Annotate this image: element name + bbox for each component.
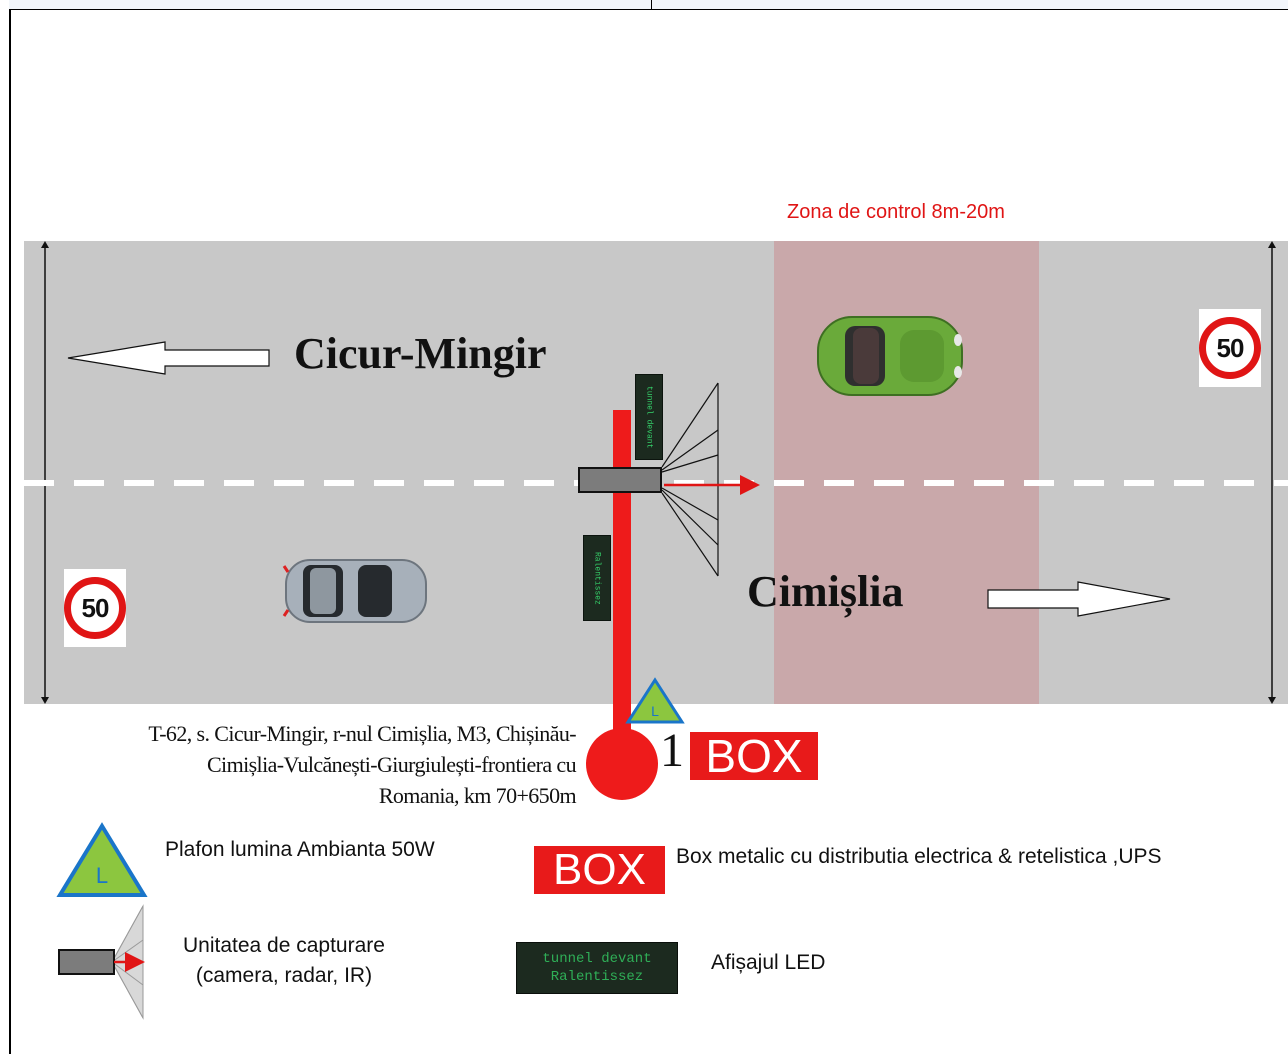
pole-number: 1 — [660, 724, 684, 777]
svg-text:L: L — [96, 863, 108, 888]
legend-plafon-label: Plafon lumina Ambianta 50W — [165, 838, 435, 861]
location-line: T-62, s. Cicur-Mingir, r-nul Cimișlia, M… — [148, 721, 576, 746]
legend-light-icon: L — [56, 822, 148, 897]
speed-limit-sign-right: 50 — [1199, 309, 1261, 387]
led-display-bottom: Ralentissez — [583, 535, 611, 621]
legend-capture-label: Unitatea de capturare (camera, radar, IR… — [183, 931, 385, 991]
direction-label-cimislia: Cimișlia — [747, 567, 904, 616]
led-legend-line: Ralentissez — [550, 969, 644, 985]
direction-label-cicur-mingir: Cicur-Mingir — [294, 329, 547, 378]
speed-limit-sign-left: 50 — [64, 569, 126, 647]
location-description: T-62, s. Cicur-Mingir, r-nul Cimișlia, M… — [24, 718, 576, 811]
speed-limit-value: 50 — [64, 577, 126, 639]
legend-box-label: Box metalic cu distributia electrica & r… — [676, 845, 1162, 868]
led-display-text: tunnel devant — [644, 385, 654, 449]
table-header-divider — [651, 0, 652, 10]
legend-led-icon: tunnel devant Ralentissez — [516, 942, 678, 994]
legend-capture-line: (camera, radar, IR) — [195, 964, 373, 987]
light-fixture-icon: L — [625, 677, 685, 724]
location-line: Romania, km 70+650m — [378, 783, 577, 808]
camera-beam-icon — [661, 382, 719, 577]
legend-box-icon: BOX — [534, 845, 665, 894]
legend-led-label: Afișajul LED — [711, 951, 826, 974]
control-zone-label: Zona de control 8m-20m — [787, 201, 1005, 223]
led-legend-line: tunnel devant — [542, 951, 652, 967]
road-width-dimension-right — [1268, 241, 1276, 704]
pole-base — [586, 728, 658, 800]
led-display-top: tunnel devant — [635, 374, 663, 460]
speed-limit-value: 50 — [1199, 317, 1261, 379]
green-car — [817, 316, 963, 396]
electrical-box: BOX — [690, 730, 818, 782]
legend-capture-line: Unitatea de capturare — [183, 934, 385, 957]
pole — [613, 410, 631, 755]
led-display-text: Ralentissez — [592, 551, 602, 605]
silver-car — [282, 559, 427, 623]
road-width-dimension-left — [41, 241, 49, 704]
arrow-right-icon — [987, 581, 1171, 617]
table-border-left — [9, 0, 11, 1054]
svg-text:L: L — [651, 703, 659, 719]
legend-capture-icon — [58, 904, 145, 1020]
table-header-row — [9, 0, 1288, 10]
capture-unit — [578, 467, 662, 493]
arrow-left-icon — [67, 341, 270, 375]
location-line: Cimișlia-Vulcănești-Giurgiulești-frontie… — [206, 752, 577, 777]
